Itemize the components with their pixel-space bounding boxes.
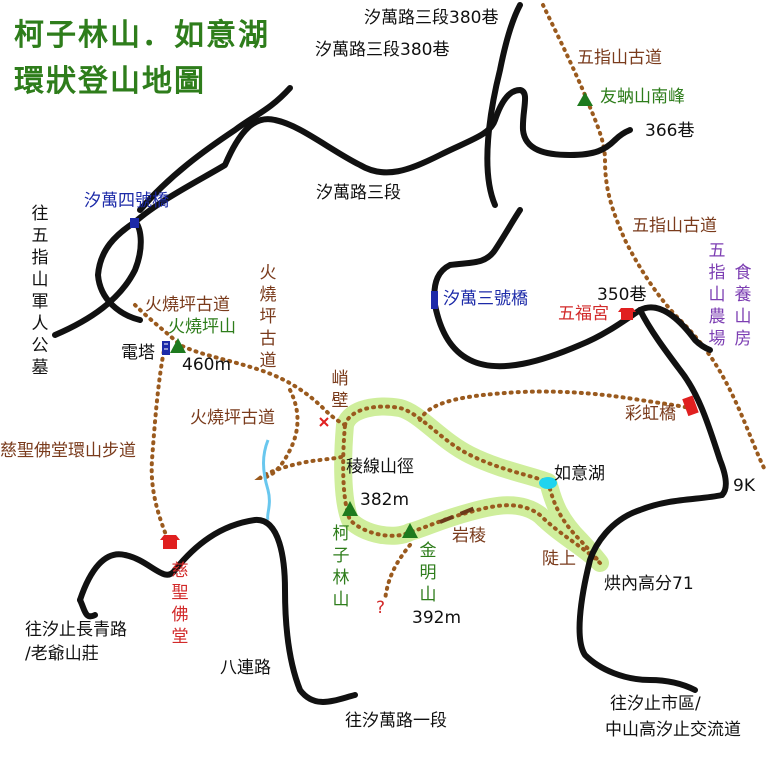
temple-icon: [160, 535, 180, 549]
road-366-lane: [612, 127, 633, 143]
road-northwest-spur: [137, 85, 293, 213]
road-label-350: 350巷: [597, 285, 647, 305]
trail-label-question: ?: [376, 598, 386, 618]
trail-huoshaoping: [133, 303, 347, 427]
road-label-sanduan: 汐萬路三段: [316, 183, 401, 203]
place-label-farm: 五指山農場: [708, 241, 726, 349]
map-title: 柯子林山．如意湖: [14, 18, 270, 53]
peak-triangle-icon: [577, 92, 593, 106]
road-label-interchange: 中山高汐止交流道: [605, 720, 741, 740]
peak-elev-jinming: 392m: [412, 608, 462, 628]
road-380-upper: [484, 2, 523, 208]
road-rainbow-to-9k: [637, 307, 729, 498]
trail-huoshaoping-vert: [254, 388, 347, 481]
road-9k-south: [576, 492, 725, 693]
trail-label-huoshaoping-b: 火燒坪古道: [190, 408, 275, 428]
peak-triangle-icon: [342, 501, 358, 516]
trail-wuzhi-upper: [541, 3, 767, 472]
rock-ridge-dash: [439, 506, 476, 524]
trail-label-wuzhi-upper: 五指山古道: [577, 48, 662, 68]
rainbow-bridge-marker-icon: [682, 395, 699, 417]
road-changqing: [77, 597, 98, 620]
road-label-cemetery: 往五指山軍人公墓: [31, 204, 49, 378]
bridge3-marker-icon: [431, 291, 438, 309]
road-label-yiduan: 往汐萬路一段: [345, 711, 447, 731]
place-label-restaurant: 食養山房: [734, 263, 752, 349]
cross-mark-icon: [319, 417, 329, 427]
trail-lake-loop-south: [341, 423, 602, 565]
peak-label-jinming: 金明山: [419, 541, 437, 605]
place-label-cisheng-temple: 慈聖佛堂: [171, 561, 189, 647]
place-label-bridge3: 汐萬三號橋: [443, 289, 528, 309]
trail-question: [383, 543, 412, 602]
peak-elev-kezilin: 382m: [360, 490, 410, 510]
trail-label-rock-ridge: 岩稜: [452, 526, 486, 546]
peak-label-huoshaoping: 火燒坪山: [168, 317, 236, 337]
road-label-380-top: 汐萬路三段380巷: [364, 8, 499, 28]
road-label-380: 汐萬路三段380巷: [315, 40, 450, 60]
road-label-9k: 9K: [733, 476, 755, 496]
stream: [262, 439, 271, 521]
tower-label: 電塔: [121, 343, 155, 363]
road-label-laoye: /老爺山莊: [25, 644, 99, 664]
temple-icon: [618, 308, 636, 320]
trail-north-connector: [418, 389, 692, 422]
trail-label-steep-up: 陡上: [542, 549, 576, 569]
place-label-lake: 如意湖: [554, 464, 605, 484]
place-label-rainbow: 彩虹橋: [625, 404, 676, 424]
trail-label-cliff: 峭壁: [331, 369, 349, 411]
place-label-wufu: 五福宮: [558, 304, 609, 324]
trail-label-wuzhi-lower: 五指山古道: [632, 216, 717, 236]
trail-label-cisheng: 慈聖佛堂環山步道: [0, 441, 136, 461]
road-label-balian: 八連路: [220, 658, 271, 678]
trail-label-huoshaoping-a: 火燒坪古道: [145, 295, 230, 315]
road-balian: [77, 517, 358, 705]
road-network: [52, 2, 729, 705]
peak-triangle-icon: [170, 338, 186, 353]
map-subtitle: 環狀登山地圖: [14, 64, 206, 99]
road-350-lane: [637, 304, 713, 353]
peak-triangle-icon: [402, 523, 418, 538]
road-label-366: 366巷: [645, 121, 695, 141]
place-label-bridge4: 汐萬四號橋: [84, 191, 169, 211]
lake-icon: [539, 477, 557, 489]
trail-cisheng: [149, 343, 170, 542]
trail-label-huoshaoping-vertical: 火燒坪古道: [259, 263, 277, 371]
peak-label-youna: 友蚋山南峰: [600, 87, 685, 107]
road-west-loop: [95, 219, 143, 323]
peak-label-kezilin: 柯子林山: [332, 524, 350, 610]
trail-lake-loop-north: [343, 404, 550, 484]
road-label-changqing: 往汐止長青路: [25, 620, 127, 640]
tower-icon: [162, 341, 170, 355]
road-label-hongnei: 烘內高分71: [604, 574, 694, 594]
trail-label-ridge: 稜線山徑: [346, 457, 414, 477]
road-bridge3-section: [431, 207, 523, 308]
road-label-city: 往汐止市區/: [610, 694, 701, 714]
bridge4-marker-icon: [130, 218, 139, 228]
road-lower-east: [432, 302, 643, 370]
peak-elev-huoshaoping: 460m: [182, 355, 232, 375]
